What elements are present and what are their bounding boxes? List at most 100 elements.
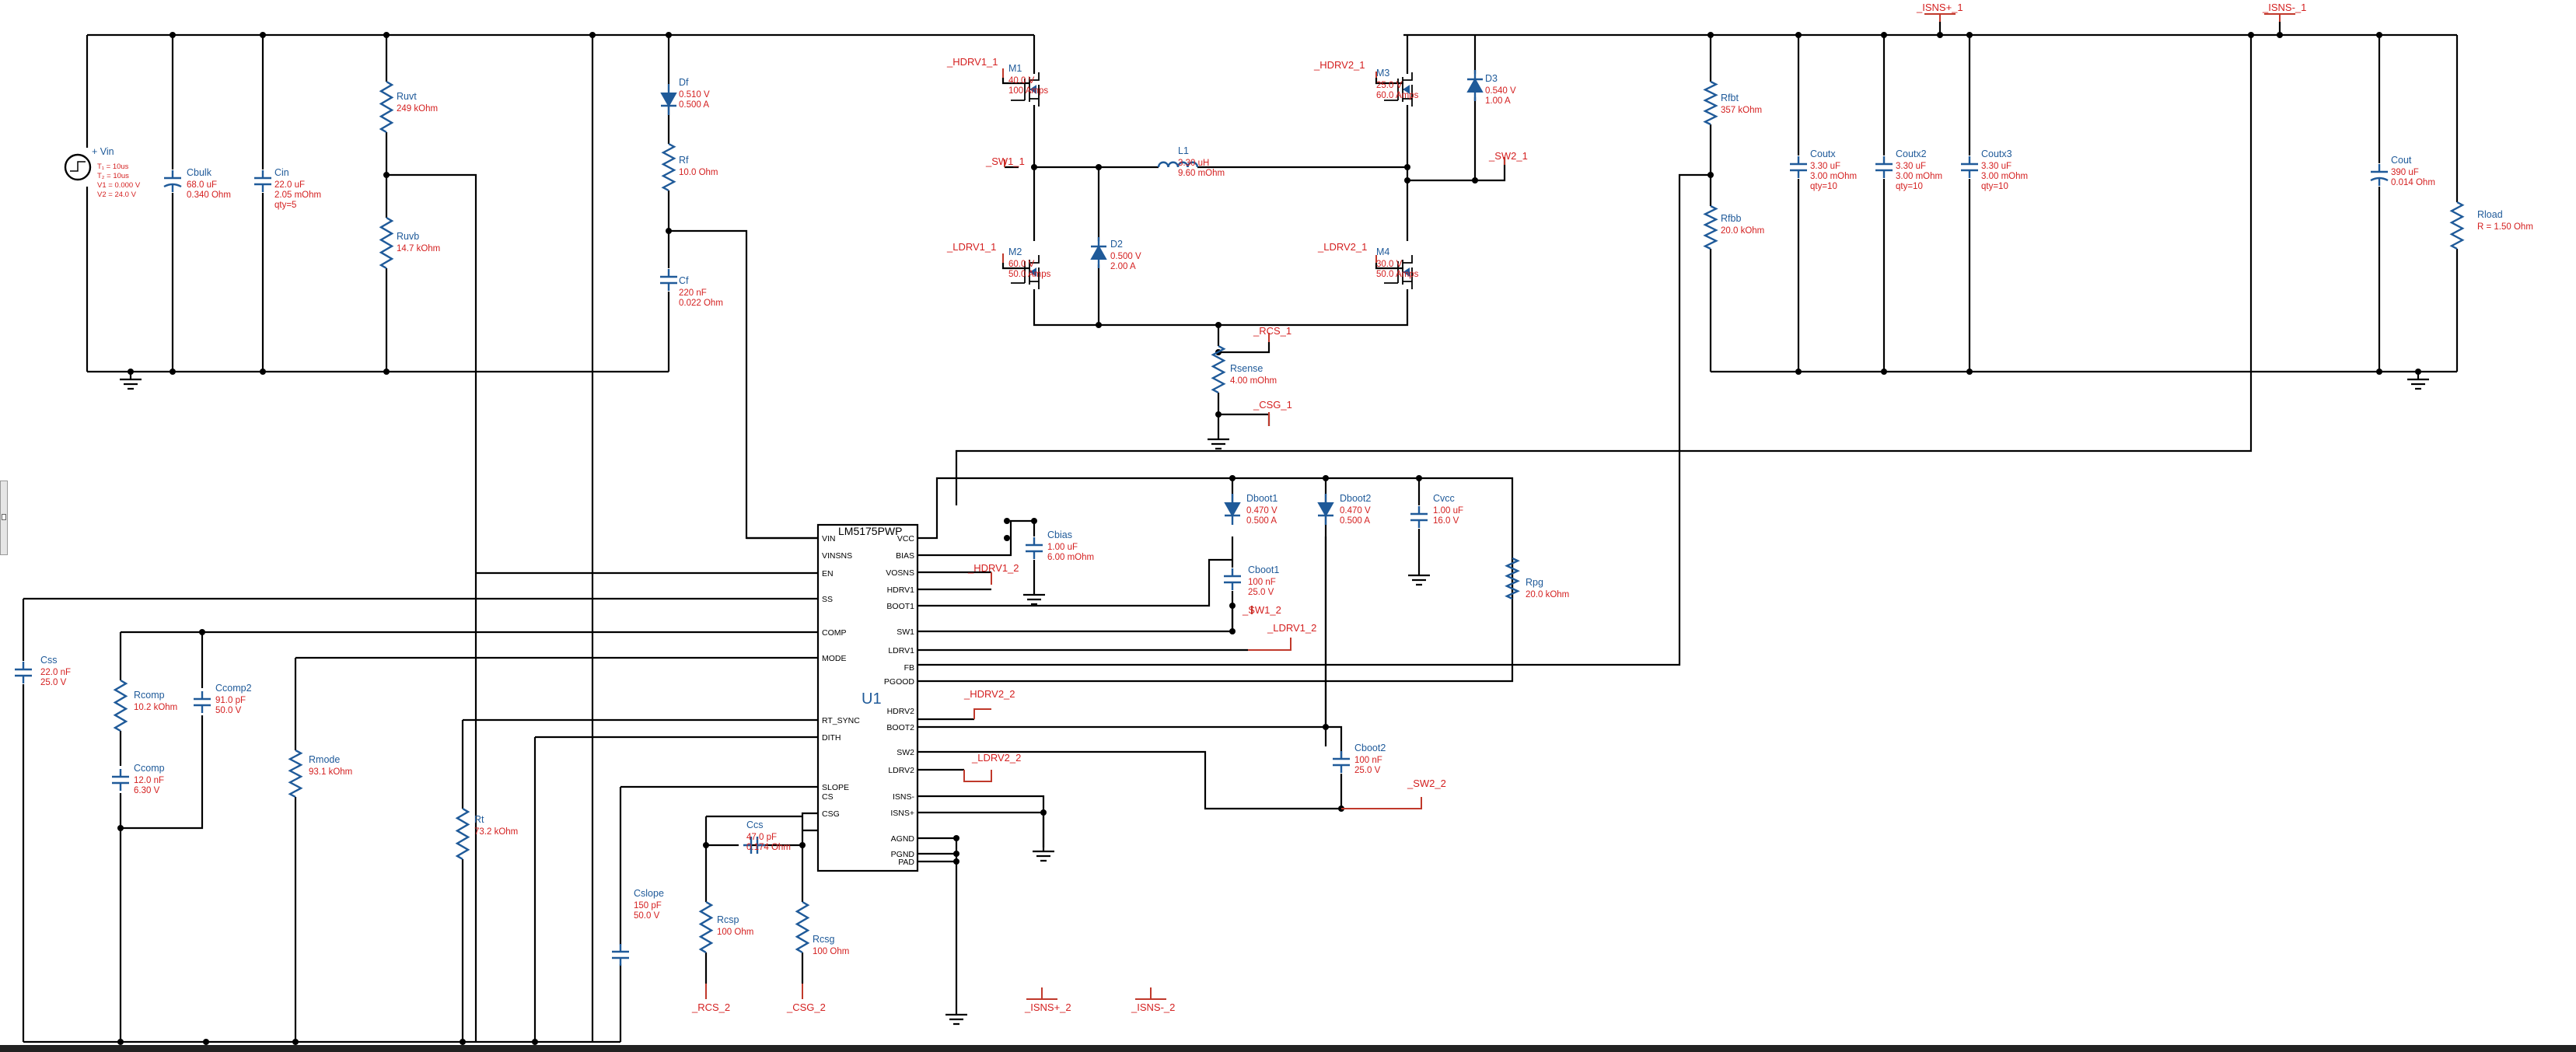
- ic-pin-label: LDRV2: [888, 766, 914, 775]
- ic-pin-label: MODE: [822, 654, 847, 663]
- component-value: 6.00 mOhm: [1047, 553, 1094, 562]
- component-name: Rt: [474, 814, 484, 825]
- component-name: Df: [679, 77, 689, 88]
- component-name: Ccomp2: [215, 683, 252, 694]
- capacitor-icon: [254, 170, 271, 192]
- component-value: 0.014 Ohm: [2391, 178, 2435, 187]
- component-value: 25.0 V: [1248, 588, 1274, 597]
- capacitor-icon: [194, 691, 211, 713]
- component-value: 16.0 V: [1433, 516, 1459, 526]
- component-value: 40.0 V: [1008, 76, 1035, 86]
- component-name: Coutx3: [1981, 149, 2012, 159]
- component-value: 2.00 A: [1110, 262, 1136, 271]
- inductor-l1[interactable]: L13.30 uH9.60 mOhm: [1157, 145, 1225, 178]
- component-value: 6.30 V: [134, 786, 160, 795]
- component-value: 3.00 mOhm: [1810, 172, 1857, 181]
- component-name: Cbias: [1047, 529, 1072, 540]
- component-value: 3.30 uH: [1178, 159, 1209, 168]
- component-value: 1.00 A: [1485, 96, 1511, 106]
- component-value: 3.30 uF: [1896, 162, 1926, 171]
- component-value: 20.0 kOhm: [1721, 226, 1764, 236]
- svg-text:_ISNS-_1: _ISNS-_1: [2262, 2, 2306, 13]
- ic-pin-label: EN: [822, 569, 834, 578]
- resistor-icon: [1703, 80, 1718, 126]
- ground-icon: [945, 1011, 967, 1026]
- resistor-rt[interactable]: Rt 73.2 kOhm: [455, 807, 518, 861]
- component-value: 0.500 A: [679, 100, 709, 110]
- ic-pin-label: BIAS: [896, 551, 914, 561]
- component-value: 22.0 nF: [40, 668, 71, 677]
- component-value: 73.2 kOhm: [474, 827, 518, 837]
- component-value: 22.0 uF: [274, 180, 305, 190]
- component-name: Rsense: [1230, 363, 1263, 374]
- source-vin[interactable]: + Vin T₁ = 10us T₂ = 10us V1 = 0.000 V V…: [64, 146, 141, 199]
- diode-df[interactable]: Df0.510 V0.500 A: [660, 77, 710, 115]
- diode-d3[interactable]: D30.540 V1.00 A: [1466, 70, 1516, 106]
- component-value: qty=10: [1810, 182, 1837, 191]
- component-value: 9.60 mOhm: [1178, 169, 1225, 178]
- component-value: 20.0 kOhm: [1526, 590, 1569, 599]
- svg-text:V1 = 0.000 V: V1 = 0.000 V: [97, 181, 141, 190]
- ic-pin-label: SW1: [897, 627, 914, 637]
- net-label: _LDRV1_2: [1248, 622, 1316, 651]
- ground-icon: [1408, 568, 1430, 586]
- component-value: 100 Amps: [1008, 86, 1048, 96]
- component-name: Ccs: [746, 820, 764, 830]
- svg-text:_SW2_1: _SW2_1: [1488, 150, 1528, 162]
- diode-d2[interactable]: D20.500 V2.00 A: [1090, 237, 1141, 271]
- component-value: 50.0 V: [634, 911, 660, 921]
- net-label: _CSG_2: [786, 984, 826, 1013]
- resistor-icon: [1703, 204, 1718, 250]
- component-name: Coutx2: [1896, 149, 1927, 159]
- ic-pin-label: SS: [822, 595, 833, 604]
- component-value: 1.00 uF: [1047, 543, 1078, 552]
- ic-pin-label: BOOT1: [886, 602, 914, 611]
- ic-pin-label: CSG: [822, 809, 840, 819]
- net-label: _ISNS-_2: [1131, 987, 1175, 1013]
- capacitor-cbias[interactable]: Cbias 1.00 uF6.00 mOhm: [1026, 529, 1094, 562]
- ground-icon: [1023, 591, 1045, 606]
- resistor-icon: [698, 900, 714, 954]
- component-name: Rcsg: [813, 934, 835, 945]
- component-value: 3.30 uF: [1810, 162, 1840, 171]
- side-scroll-handle[interactable]: [0, 481, 8, 555]
- svg-text:_LDRV2_1: _LDRV2_1: [1317, 241, 1367, 253]
- net-label: _HDRV1_2: [967, 562, 1019, 585]
- ic-u1[interactable]: LM5175PWP U1 VINVINSNSENSSCOMPMODERT_SYN…: [816, 523, 919, 872]
- component-value: qty=10: [1981, 182, 2008, 191]
- component-name: D2: [1110, 239, 1123, 250]
